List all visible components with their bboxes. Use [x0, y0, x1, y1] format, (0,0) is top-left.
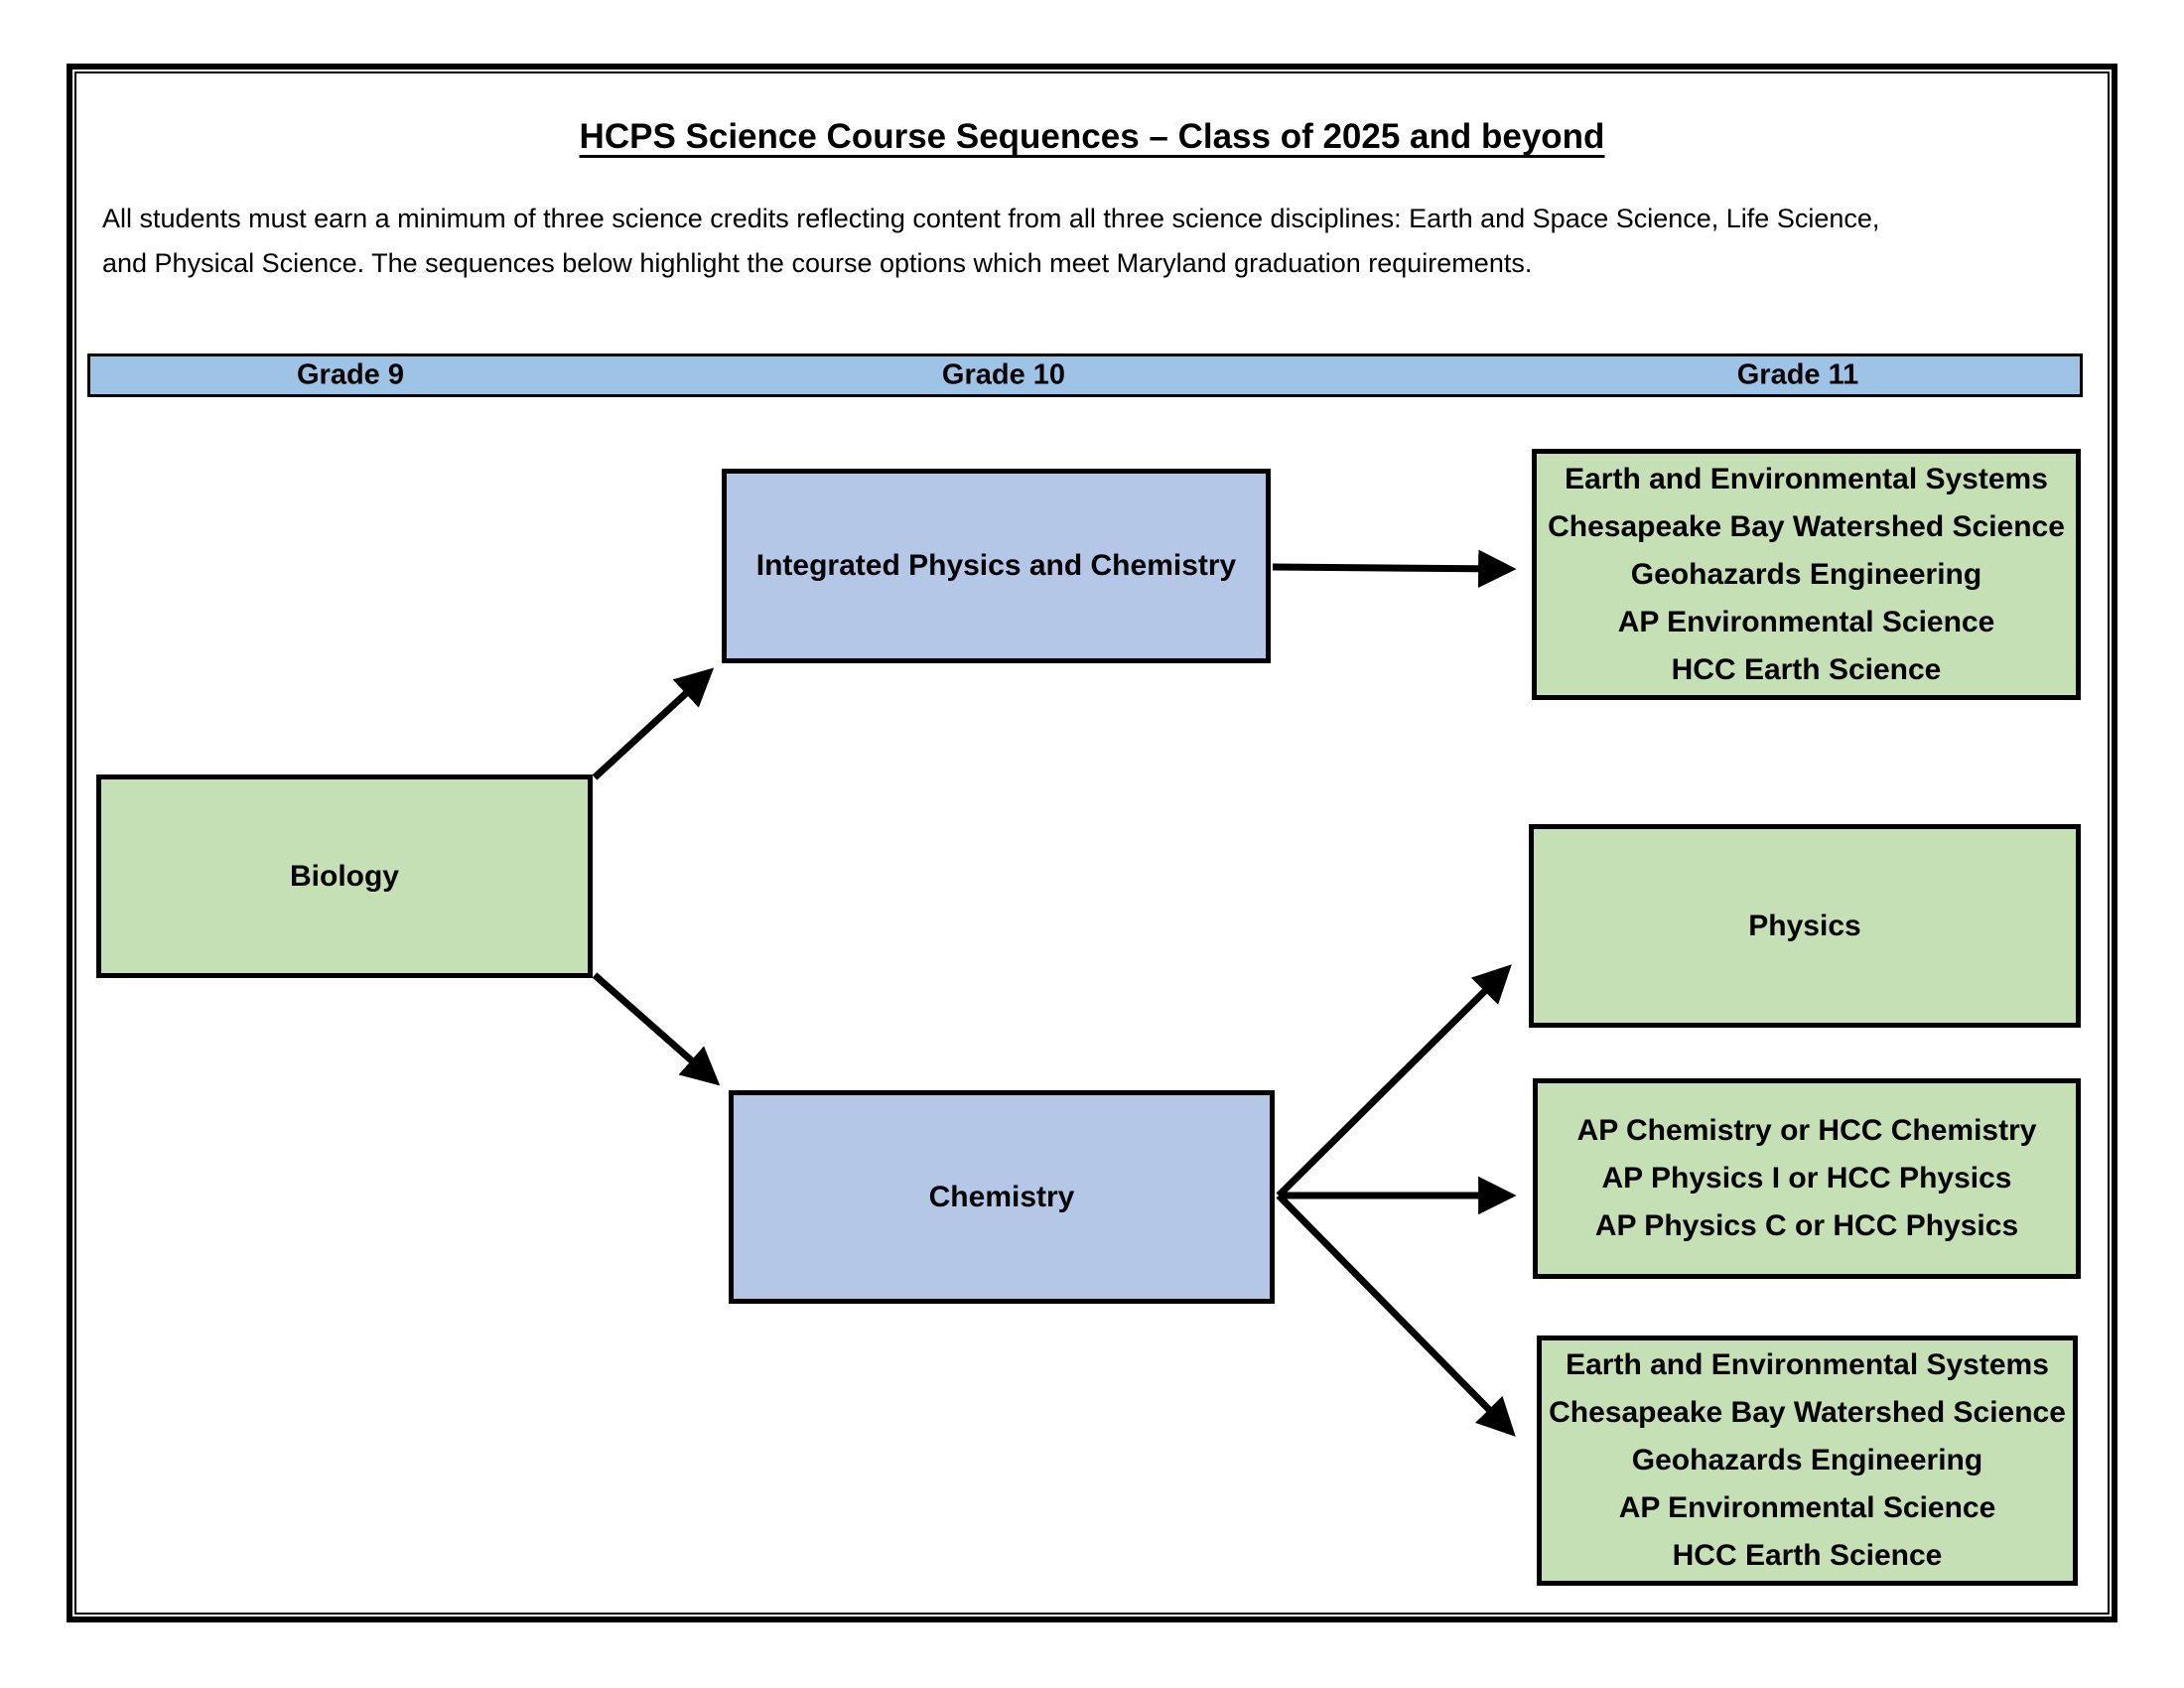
- node-physics-label: Physics: [1748, 909, 1861, 942]
- page-title: HCPS Science Course Sequences – Class of…: [0, 117, 2184, 157]
- course-option: AP Environmental Science: [1618, 1491, 1996, 1524]
- course-option: AP Chemistry or HCC Chemistry: [1576, 1114, 2037, 1147]
- course-option: Earth and Environmental Systems: [1566, 1348, 2049, 1381]
- course-option: AP Environmental Science: [1617, 605, 1995, 638]
- course-option: Geohazards Engineering: [1631, 1444, 1983, 1477]
- page-title-text: HCPS Science Course Sequences – Class of…: [579, 117, 1605, 156]
- course-option: HCC Earth Science: [1672, 1539, 1943, 1572]
- intro-line-2: and Physical Science. The sequences belo…: [102, 248, 1533, 278]
- node-chemistry: Chemistry: [729, 1090, 1275, 1304]
- course-option: Geohazards Engineering: [1630, 557, 1982, 591]
- node-biology: Biology: [96, 774, 593, 978]
- course-option: HCC Earth Science: [1671, 652, 1942, 686]
- node-chemistry-label: Chemistry: [928, 1180, 1075, 1213]
- node-ipc-label: Integrated Physics and Chemistry: [755, 549, 1237, 582]
- node-physics: Physics: [1529, 824, 2081, 1028]
- node-integrated-physics-and-chemistry: Integrated Physics and Chemistry: [722, 469, 1271, 663]
- page-border: [67, 64, 2117, 1622]
- node-earth-environmental-options-bottom: Earth and Environmental Systems Chesapea…: [1537, 1336, 2078, 1586]
- intro-text: All students must earn a minimum of thre…: [102, 197, 2098, 286]
- course-option: AP Physics C or HCC Physics: [1594, 1209, 2019, 1242]
- course-option: AP Physics I or HCC Physics: [1601, 1162, 2012, 1195]
- course-option: Earth and Environmental Systems: [1565, 462, 2048, 495]
- node-advanced-science-options: AP Chemistry or HCC Chemistry AP Physics…: [1533, 1078, 2081, 1279]
- course-option: Chesapeake Bay Watershed Science: [1549, 1396, 2066, 1429]
- page-border-inner: [74, 71, 2110, 1615]
- node-earth-environmental-options-top: Earth and Environmental Systems Chesapea…: [1532, 449, 2081, 700]
- grade-10-label: Grade 10: [941, 358, 1066, 391]
- node-biology-label: Biology: [290, 859, 399, 893]
- grade-11-label: Grade 11: [1736, 358, 1859, 391]
- grade-header-bar: Grade 9 Grade 10 Grade 11: [87, 353, 2083, 397]
- intro-line-1: All students must earn a minimum of thre…: [102, 204, 1880, 233]
- grade-9-label: Grade 9: [297, 358, 404, 391]
- course-option: Chesapeake Bay Watershed Science: [1548, 509, 2065, 543]
